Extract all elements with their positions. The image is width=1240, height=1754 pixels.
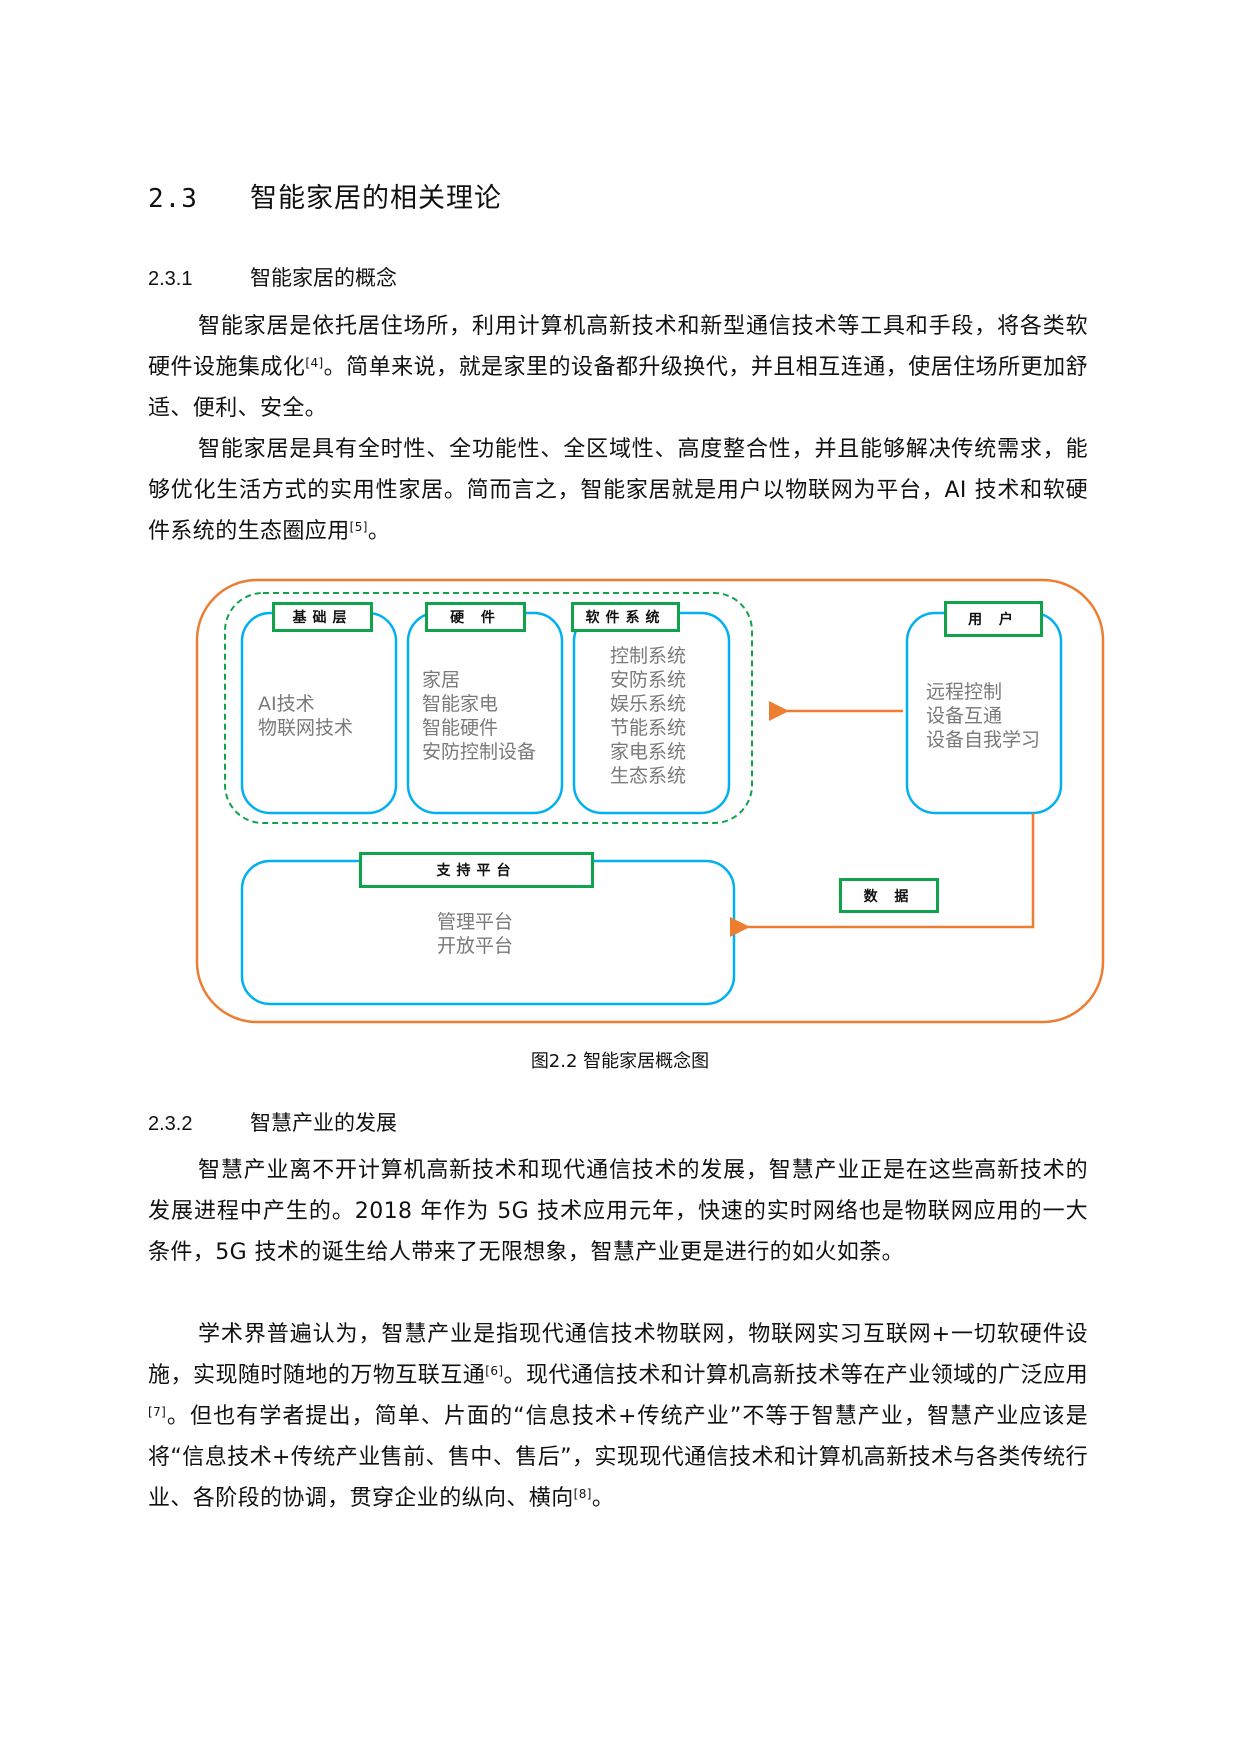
label-user: 用 户	[944, 601, 1043, 637]
subsection-number: 2.3.1	[148, 268, 193, 290]
paragraph-text: 。	[591, 1486, 615, 1511]
outer-boundary	[195, 578, 1105, 1024]
label-software-system: 软件系统	[571, 602, 680, 632]
citation-ref: [4]	[305, 356, 324, 370]
section-number: 2.3	[148, 184, 198, 214]
software-system-items: 控制系统 安防系统 娱乐系统 节能系统 家电系统 生态系统	[610, 645, 687, 787]
figure-caption: 图2.2 智能家居概念图	[530, 1051, 710, 1072]
paragraph: 智能家居是具有全时性、全功能性、全区域性、高度整合性，并且能够解决传统需求，能够…	[148, 429, 1088, 552]
citation-ref: [6]	[485, 1364, 504, 1378]
label-support-platform: 支持平台	[359, 852, 594, 888]
hardware-items: 家居 智能家电 智能硬件 安防控制设备	[422, 669, 537, 763]
paragraph-text: 。现代通信技术和计算机高新技术等在产业领域的广泛应用	[503, 1363, 1088, 1388]
paragraph-text: 。	[367, 519, 391, 544]
layer-group-boundary	[224, 592, 753, 824]
section-title: 智能家居的相关理论	[250, 183, 502, 214]
paragraph: 学术界普遍认为，智慧产业是指现代通信技术物联网，物联网实习互联网+一切软硬件设施…	[148, 1314, 1088, 1519]
subsection-heading-2: 2.3.2 智慧产业的发展	[148, 1107, 397, 1137]
paragraph-text: 。简单来说，就是家里的设备都升级换代，并且相互连通，使居住场所更加舒适、便利、安…	[148, 355, 1088, 421]
paragraph-text: 学术界普遍认为，智慧产业是指现代通信技术物联网，物联网实习互联网+一切软硬件设施…	[148, 1322, 1088, 1388]
subsection-title: 智慧产业的发展	[250, 1111, 397, 1135]
paragraph: 智能家居是依托居住场所，利用计算机高新技术和新型通信技术等工具和手段，将各类软硬…	[148, 306, 1088, 429]
section-heading: 2.3 智能家居的相关理论	[148, 176, 502, 215]
paragraph-text: 智慧产业离不开计算机高新技术和现代通信技术的发展，智慧产业正是在这些高新技术的发…	[148, 1158, 1088, 1265]
citation-ref: [7]	[148, 1405, 167, 1419]
paragraph-text: 智能家居是具有全时性、全功能性、全区域性、高度整合性，并且能够解决传统需求，能够…	[148, 437, 1088, 544]
support-platform-items: 管理平台 开放平台	[437, 911, 514, 957]
label-foundation-layer: 基础层	[272, 602, 373, 632]
subsection-number: 2.3.2	[148, 1113, 193, 1135]
subsection-title: 智能家居的概念	[250, 266, 397, 290]
paragraph-text: 。但也有学者提出，简单、片面的“信息技术+传统产业”不等于智慧产业，智慧产业应该…	[148, 1404, 1088, 1511]
user-items: 远程控制 设备互通 设备自我学习	[926, 681, 1041, 751]
citation-ref: [5]	[349, 520, 368, 534]
citation-ref: [8]	[573, 1487, 592, 1501]
arrow-data-to-platform	[730, 813, 1035, 937]
foundation-layer-items: AI技术 物联网技术	[258, 693, 354, 739]
label-hardware: 硬 件	[425, 602, 526, 632]
subsection-heading-1: 2.3.1 智能家居的概念	[148, 262, 397, 292]
paragraph: 智慧产业离不开计算机高新技术和现代通信技术的发展，智慧产业正是在这些高新技术的发…	[148, 1150, 1088, 1273]
paragraph-text: 智能家居是依托居住场所，利用计算机高新技术和新型通信技术等工具和手段，将各类软硬…	[148, 314, 1088, 380]
label-data: 数 据	[839, 878, 939, 913]
